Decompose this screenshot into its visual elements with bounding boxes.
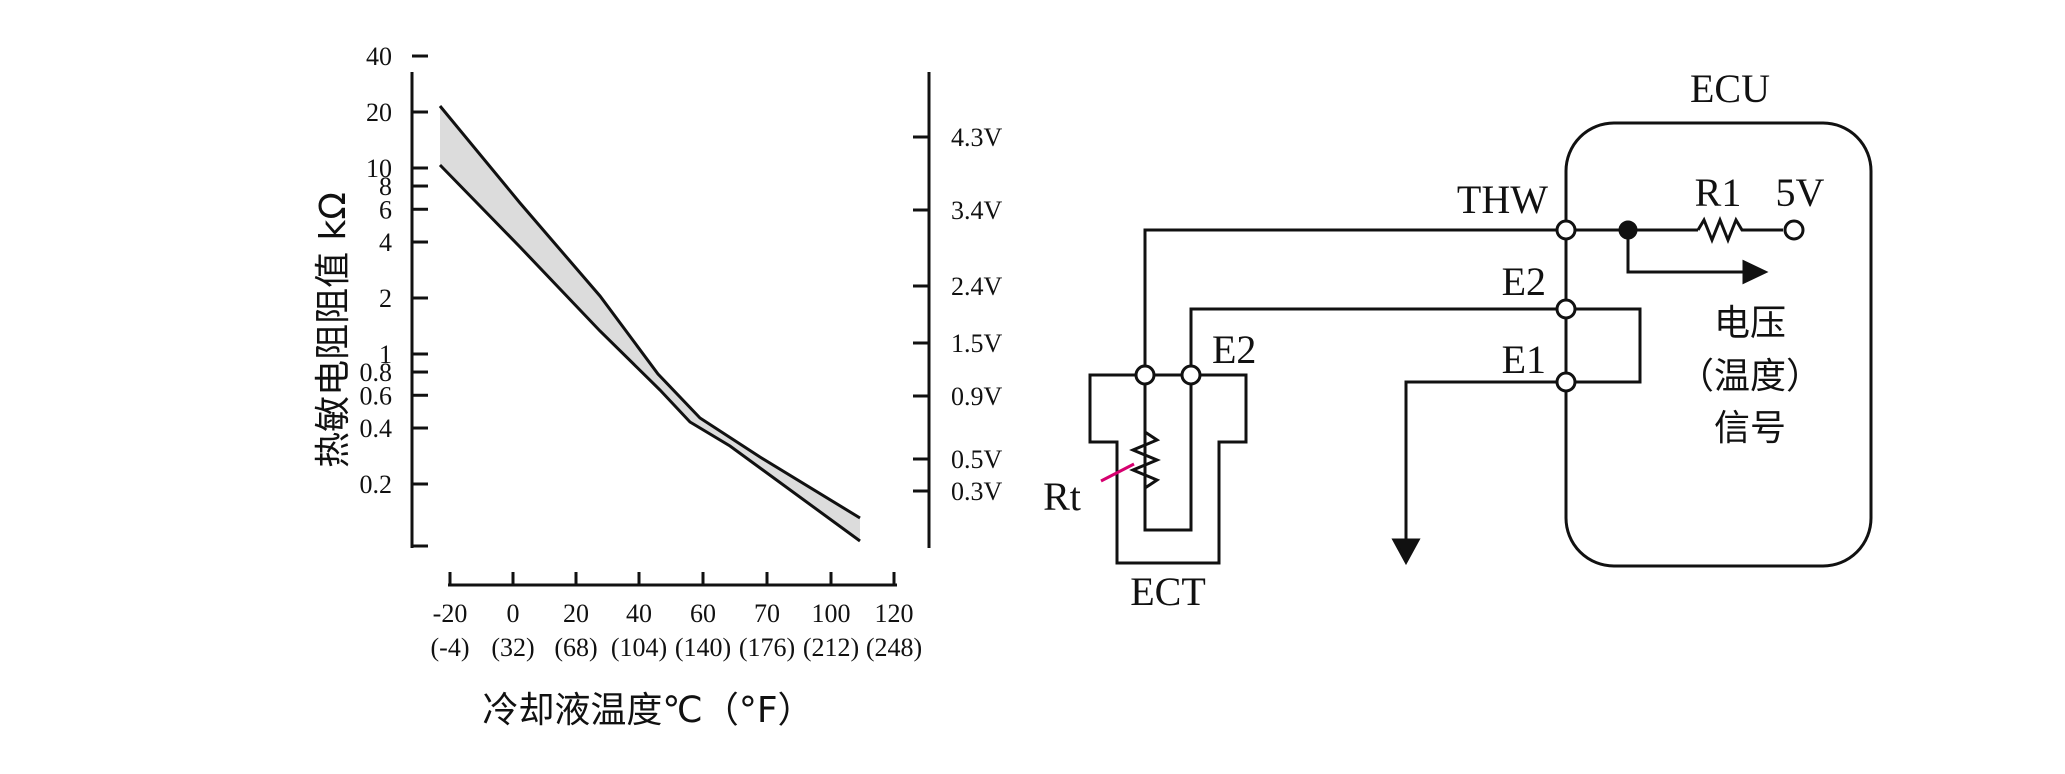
y-tick-label: 10 (366, 154, 392, 183)
e2-terminal (1555, 298, 1577, 320)
x-tick-label-f: (140) (675, 633, 731, 662)
v5-label: 5V (1776, 170, 1825, 215)
sensor-terminal-1 (1134, 364, 1156, 386)
ect-label: ECT (1130, 569, 1206, 614)
y-tick-label: 1 (379, 340, 392, 369)
thw-label: THW (1457, 177, 1548, 222)
rt-pointer (1100, 462, 1135, 483)
signal-arrow-icon (1742, 259, 1769, 285)
x-tick-label-f: (212) (803, 633, 859, 662)
ect-probe (1143, 375, 1193, 532)
lower-curve (438, 163, 861, 543)
right-tick-label: 0.9V (951, 382, 1003, 411)
right-tick-label: 0.3V (951, 477, 1003, 506)
circuit-labels: ECU THW R1 5V E2 E1 电压 （温度） 信号 E2 Rt ECT (1043, 66, 1824, 614)
x-tick-label-f: (68) (554, 633, 597, 662)
right-tick-label: 0.5V (951, 445, 1003, 474)
y-tick-label: 0.8 (360, 358, 393, 387)
signal-label-line3: 信号 (1714, 408, 1786, 449)
y-tick-label: 6 (379, 195, 392, 224)
e1-label: E1 (1502, 337, 1546, 382)
signal-label-line1: 电压 (1714, 303, 1786, 344)
rt-label: Rt (1043, 474, 1081, 519)
y-tick-label: 4 (379, 228, 392, 257)
x-tick-label-f: (-4) (431, 633, 470, 662)
y-tick-label: 40 (366, 42, 392, 71)
x-tick-label-f: (32) (491, 633, 534, 662)
circuit-diagram (1088, 121, 1873, 568)
e2-wire (1189, 307, 1566, 375)
rt-thermistor (1129, 430, 1161, 490)
x-tick-label-c: 20 (563, 599, 589, 628)
y-tick-label: 2 (379, 284, 392, 313)
x-tick-label-f: (104) (611, 633, 667, 662)
right-ticks: 4.3V 3.4V 2.4V 1.5V 0.9V 0.5V 0.3V (913, 123, 1003, 506)
x-tick-label-c: 0 (507, 599, 520, 628)
ect-sensor-body (1088, 373, 1248, 565)
x-tick-label-f: (248) (866, 633, 922, 662)
ecu-label: ECU (1690, 66, 1770, 111)
ground-arrow-icon (1391, 538, 1421, 566)
y-tick-label: 0.2 (360, 470, 393, 499)
x-tick-label-c: 120 (875, 599, 914, 628)
upper-curve (438, 105, 861, 520)
y-tick-label: 0.4 (360, 414, 393, 443)
right-tick-label: 1.5V (951, 329, 1003, 358)
e1-wire (1404, 380, 1566, 540)
y-tick-label: 0.6 (360, 381, 393, 410)
y-axis-label: 热敏电阻阻值 kΩ (313, 192, 354, 468)
x-tick-label-c: 60 (690, 599, 716, 628)
ecu-box (1564, 121, 1873, 568)
e2-e1-loop (1566, 307, 1642, 384)
r1-resistor (1696, 215, 1783, 245)
x-tick-label-c: -20 (433, 599, 468, 628)
r1-label: R1 (1695, 170, 1742, 215)
band-fill (440, 106, 860, 541)
e2-ecu-label: E2 (1502, 259, 1546, 304)
x-tick-label-c: 70 (754, 599, 780, 628)
y-tick-label: 8 (379, 172, 392, 201)
x-tick-label-c: 40 (626, 599, 652, 628)
e1-terminal (1555, 371, 1577, 393)
right-tick-label: 4.3V (951, 123, 1003, 152)
y-tick-label: 20 (366, 98, 392, 127)
right-tick-label: 2.4V (951, 272, 1003, 301)
junction-dot (1618, 220, 1638, 240)
right-tick-label: 3.4V (951, 196, 1003, 225)
v5-terminal (1783, 219, 1805, 241)
signal-label-line2: （温度） (1678, 356, 1822, 397)
x-axis-label: 冷却液温度℃（°F） (482, 690, 813, 731)
signal-wire (1626, 230, 1744, 274)
thw-terminal (1555, 219, 1577, 241)
x-ticks: -20 (-4) 0 (32) 20 (68) 40 (104) 60 (140) 70 (176) 1… (431, 572, 922, 662)
x-tick-label-f: (176) (739, 633, 795, 662)
thw-wire (1143, 228, 1566, 375)
sensor-terminal-2 (1180, 364, 1202, 386)
e2-sensor-label: E2 (1212, 327, 1256, 372)
resistance-band (438, 105, 861, 543)
x-tick-label-c: 100 (812, 599, 851, 628)
